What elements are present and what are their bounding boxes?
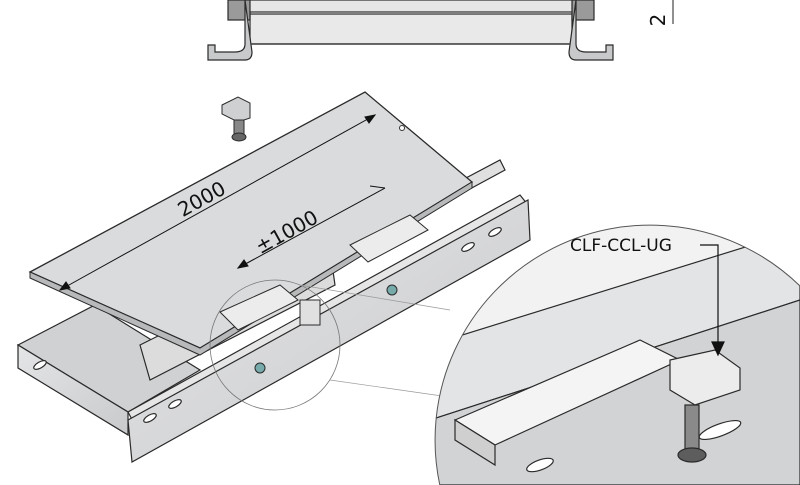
detail-circle (209, 279, 341, 411)
part-label: CLF-CCL-UG (570, 236, 672, 256)
callout-leader (700, 244, 725, 357)
magnified-detail-view (434, 224, 800, 485)
clamp-part (221, 96, 251, 142)
dimension-lines (58, 114, 386, 291)
cross-section-view (207, 0, 614, 61)
section-dimension-label: 2 (646, 14, 670, 27)
joint-brackets (219, 214, 429, 374)
